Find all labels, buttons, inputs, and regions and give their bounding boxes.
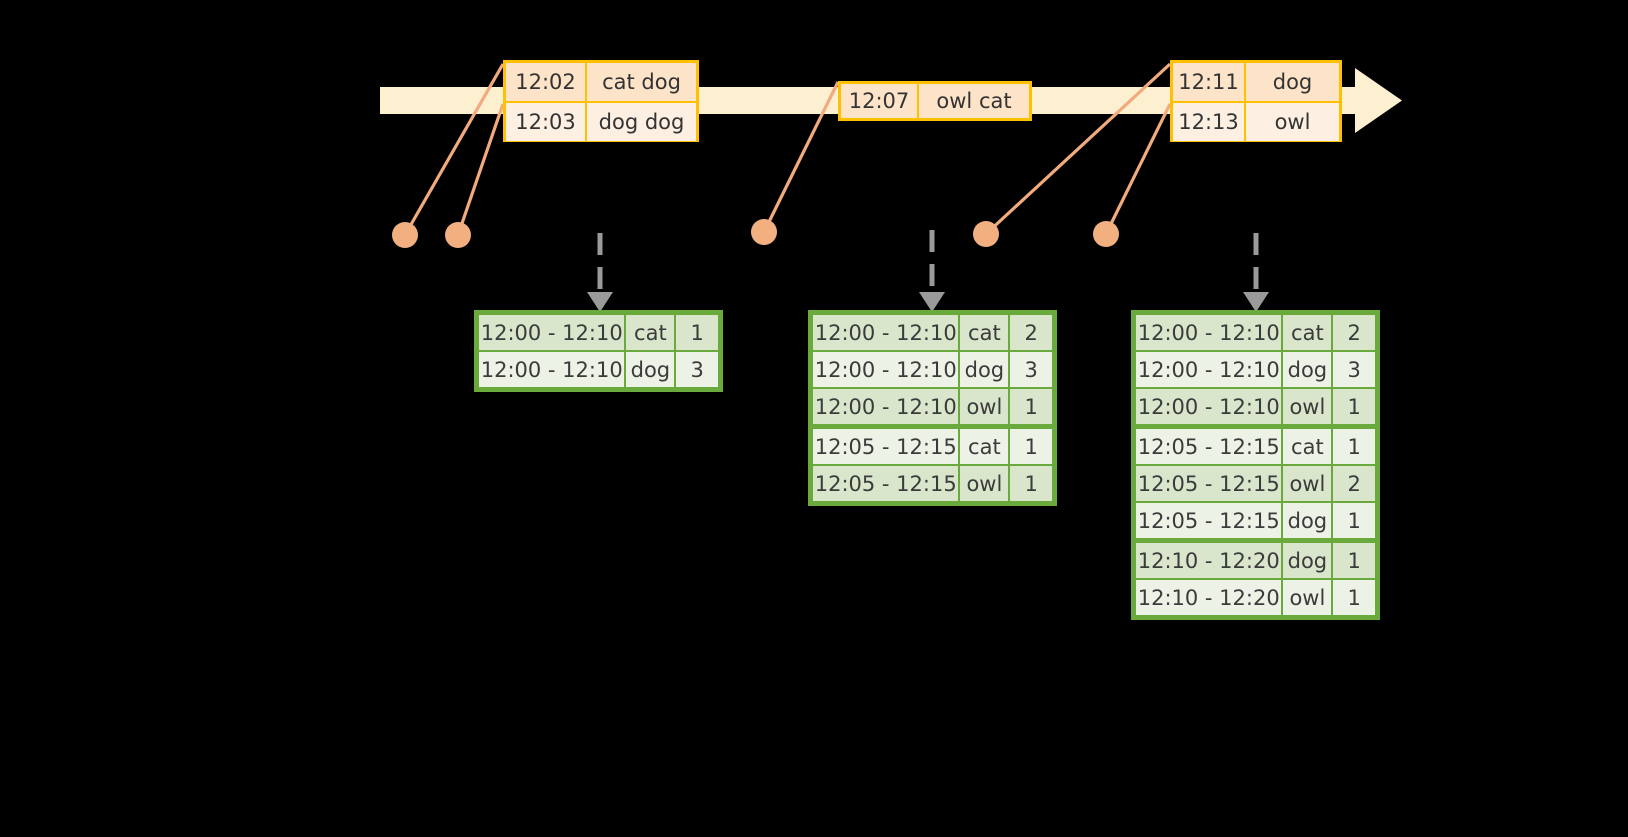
count-cell: 1 xyxy=(1332,542,1376,579)
connector-dot-1 xyxy=(392,222,418,248)
emit-arrow-1-head xyxy=(587,292,613,312)
window-cell: 12:00 - 12:10 xyxy=(812,351,960,388)
event-row[interactable]: 12:13 owl xyxy=(1173,101,1339,141)
window-cell: 12:10 - 12:20 xyxy=(1135,542,1283,579)
word-cell: owl xyxy=(1282,465,1333,502)
window-cell: 12:00 - 12:10 xyxy=(478,351,626,388)
event-words: owl cat xyxy=(919,84,1029,118)
count-cell: 2 xyxy=(1332,314,1376,351)
window-cell: 12:00 - 12:10 xyxy=(1135,388,1283,425)
connector-line-2 xyxy=(456,103,505,236)
event-time: 12:11 xyxy=(1173,63,1246,101)
event-words: dog xyxy=(1246,63,1339,101)
window-cell: 12:00 - 12:10 xyxy=(1135,351,1283,388)
event-row[interactable]: 12:02 cat dog xyxy=(506,63,696,101)
emit-arrow-2-head xyxy=(919,292,945,312)
word-cell: owl xyxy=(959,388,1010,425)
count-cell: 1 xyxy=(1009,465,1053,502)
count-cell: 1 xyxy=(1009,388,1053,425)
emit-arrows xyxy=(597,230,1259,294)
window-cell: 12:05 - 12:15 xyxy=(1135,465,1283,502)
window-cell: 12:00 - 12:10 xyxy=(478,314,626,351)
word-cell: dog xyxy=(625,351,676,388)
window-cell: 12:00 - 12:10 xyxy=(1135,314,1283,351)
word-cell: dog xyxy=(959,351,1010,388)
word-cell: cat xyxy=(625,314,676,351)
event-group-1[interactable]: 12:02 cat dog 12:03 dog dog xyxy=(503,60,699,142)
count-cell: 3 xyxy=(1332,351,1376,388)
count-cell: 3 xyxy=(1009,351,1053,388)
window-cell: 12:05 - 12:15 xyxy=(812,428,960,465)
count-cell: 2 xyxy=(1332,465,1376,502)
event-group-2[interactable]: 12:07 owl cat xyxy=(838,81,1032,121)
event-words: cat dog xyxy=(587,63,696,101)
window-cell: 12:05 - 12:15 xyxy=(1135,428,1283,465)
event-row[interactable]: 12:07 owl cat xyxy=(841,84,1029,118)
event-group-3[interactable]: 12:11 dog 12:13 owl xyxy=(1170,60,1342,142)
connector-line-1 xyxy=(403,63,505,236)
connector-dot-5 xyxy=(1093,221,1119,247)
word-cell: dog xyxy=(1282,351,1333,388)
window-cell: 12:00 - 12:10 xyxy=(812,388,960,425)
connector-dot-4 xyxy=(973,221,999,247)
event-time: 12:13 xyxy=(1173,103,1246,141)
window-cell: 12:05 - 12:15 xyxy=(1135,502,1283,539)
connector-line-5 xyxy=(1104,103,1172,235)
event-row[interactable]: 12:11 dog xyxy=(1173,63,1339,101)
window-cell: 12:00 - 12:10 xyxy=(812,314,960,351)
word-cell: owl xyxy=(1282,388,1333,425)
event-time: 12:02 xyxy=(506,63,587,101)
connector-dots xyxy=(392,219,1119,248)
event-words: dog dog xyxy=(587,103,696,141)
word-cell: owl xyxy=(1282,579,1333,616)
count-cell: 1 xyxy=(675,314,719,351)
event-time: 12:07 xyxy=(841,84,919,118)
connector-dot-2 xyxy=(445,222,471,248)
count-cell: 3 xyxy=(675,351,719,388)
event-words: owl xyxy=(1246,103,1339,141)
word-cell: cat xyxy=(959,428,1010,465)
connector-dot-3 xyxy=(751,219,777,245)
count-cell: 1 xyxy=(1332,579,1376,616)
event-time: 12:03 xyxy=(506,103,587,141)
count-cell: 2 xyxy=(1009,314,1053,351)
count-cell: 1 xyxy=(1332,428,1376,465)
word-cell: cat xyxy=(1282,314,1333,351)
emit-arrowheads xyxy=(587,292,1269,312)
connector-line-3 xyxy=(762,81,840,233)
word-cell: owl xyxy=(959,465,1010,502)
word-cell: cat xyxy=(959,314,1010,351)
window-cell: 12:10 - 12:20 xyxy=(1135,579,1283,616)
word-cell: dog xyxy=(1282,542,1333,579)
window-cell: 12:05 - 12:15 xyxy=(812,465,960,502)
count-cell: 1 xyxy=(1332,388,1376,425)
emit-arrow-3-head xyxy=(1243,292,1269,312)
word-cell: cat xyxy=(1282,428,1333,465)
count-cell: 1 xyxy=(1009,428,1053,465)
event-row[interactable]: 12:03 dog dog xyxy=(506,101,696,141)
count-cell: 1 xyxy=(1332,502,1376,539)
word-cell: dog xyxy=(1282,502,1333,539)
